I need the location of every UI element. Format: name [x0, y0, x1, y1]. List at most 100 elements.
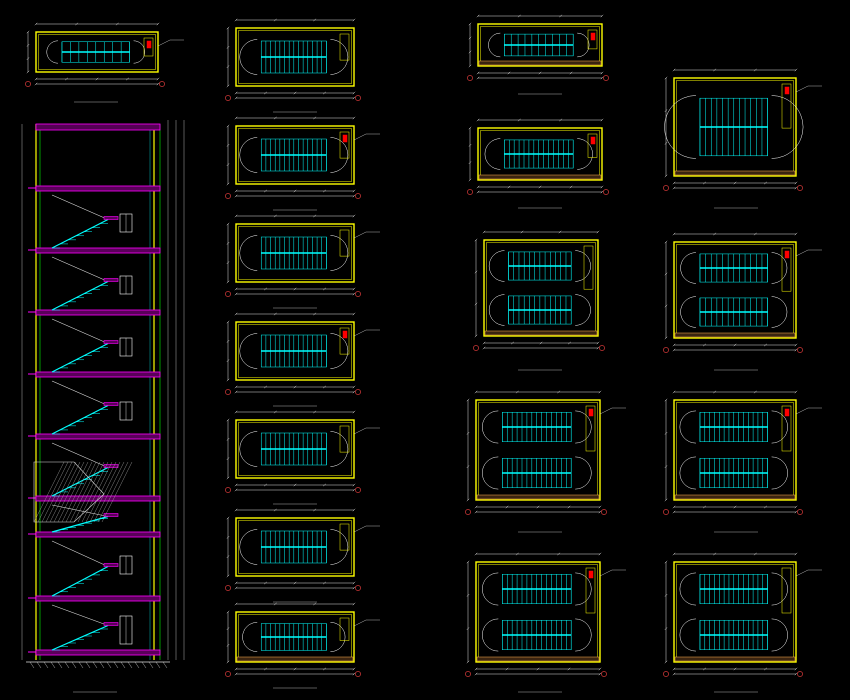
dimension-tick — [234, 667, 238, 671]
dimension-tick — [234, 312, 238, 316]
floor-strip — [674, 170, 796, 176]
side-room — [339, 523, 350, 551]
stair-flight — [260, 334, 327, 368]
dimension-tick — [273, 18, 277, 22]
stair-wall — [235, 419, 355, 479]
dimension-tick — [226, 26, 230, 30]
landing-arc — [575, 410, 592, 444]
dimension-tick — [26, 70, 30, 74]
landing-arc — [239, 137, 258, 173]
dimension-tick — [474, 505, 478, 509]
dimension-tick — [753, 390, 757, 394]
dimension-tick — [234, 586, 238, 590]
ground-hatch — [78, 661, 84, 669]
grid-bubble — [355, 389, 361, 395]
dimension-tick — [313, 116, 317, 120]
ground-hatch — [148, 661, 154, 669]
dimension-tick — [115, 22, 119, 26]
stair-flight-section — [51, 380, 109, 406]
dimension-tick — [703, 505, 706, 509]
side-room — [587, 133, 598, 158]
dimension-tick — [264, 189, 267, 193]
stair-wall — [475, 399, 601, 501]
floor-slab — [35, 247, 161, 254]
fire-equipment — [342, 134, 348, 143]
ground-hatch — [162, 661, 168, 669]
dimension-tick — [226, 516, 230, 520]
landing-arc — [330, 333, 349, 369]
dimension-tick — [273, 312, 277, 316]
stair-flight — [504, 139, 574, 169]
dimension-tick — [517, 14, 521, 18]
grid-bubble — [355, 291, 361, 297]
dimension-tick — [226, 65, 230, 69]
floor-slab — [35, 309, 161, 316]
dimension-tick — [352, 214, 356, 218]
dimension-tick — [352, 586, 356, 590]
dimension-tick — [596, 346, 600, 350]
stair-flight-section — [51, 404, 109, 435]
ground-hatch — [29, 661, 35, 669]
ground-hatch — [99, 661, 105, 669]
landing-arc — [575, 250, 591, 282]
dimension-tick — [600, 190, 604, 194]
dimension-tick — [600, 118, 604, 122]
ground-hatch — [64, 661, 70, 669]
dimension-tick — [569, 71, 573, 75]
dimension-tick — [26, 57, 30, 61]
dimension-tick — [733, 181, 737, 185]
dimension-tick — [323, 667, 326, 671]
note-leader — [353, 133, 367, 141]
dimension-tick — [352, 116, 356, 120]
hatch-line — [89, 461, 121, 523]
dimension-tick — [515, 552, 519, 556]
dimension-tick — [733, 343, 737, 347]
ground-hatch — [106, 661, 112, 669]
dimension-tick — [468, 126, 472, 130]
floor-strip — [674, 332, 796, 338]
dimension-tick — [234, 581, 238, 585]
dimension-tick — [794, 348, 798, 352]
stair-wall — [475, 561, 601, 663]
dimension-tick — [293, 667, 297, 671]
dimension-tick — [672, 348, 676, 352]
dimension-tick — [474, 302, 478, 306]
stair-flight — [61, 41, 130, 63]
landing-arc — [488, 294, 505, 326]
grid-bubble — [797, 509, 803, 515]
ground-hatch — [57, 661, 63, 669]
dimension-tick — [474, 390, 478, 394]
dimension-tick — [234, 483, 238, 487]
dimension-tick — [273, 410, 277, 414]
floor-plan — [465, 390, 626, 515]
note-leader — [353, 329, 367, 337]
ground-hatch — [71, 661, 77, 669]
dimension-tick — [672, 186, 676, 190]
dimension-tick — [293, 189, 297, 193]
landing-slab — [103, 340, 119, 344]
floor-plan — [225, 116, 380, 199]
side-room — [583, 245, 594, 290]
stair-flight — [699, 574, 768, 604]
dimension-tick — [234, 116, 238, 120]
dimension-tick — [234, 189, 238, 193]
grid-bubble — [663, 671, 669, 677]
dimension-tick — [226, 45, 230, 49]
dimension-tick — [226, 418, 230, 422]
floor-plan — [225, 508, 380, 591]
dimension-tick — [474, 667, 478, 671]
floor-slab — [35, 649, 161, 656]
dimension-tick — [764, 181, 767, 185]
note-leader — [795, 85, 809, 93]
dimension-tick — [313, 18, 317, 22]
side-room — [781, 247, 792, 292]
dimension-tick — [536, 667, 540, 671]
dimension-tick — [598, 505, 602, 509]
stair-wall — [235, 611, 355, 663]
floor-strip — [674, 494, 796, 500]
dimension-tick — [794, 510, 798, 514]
dimension-tick — [26, 30, 30, 34]
grid-bubble — [355, 95, 361, 101]
dimension-tick — [156, 77, 160, 81]
dimension-tick — [34, 22, 38, 26]
